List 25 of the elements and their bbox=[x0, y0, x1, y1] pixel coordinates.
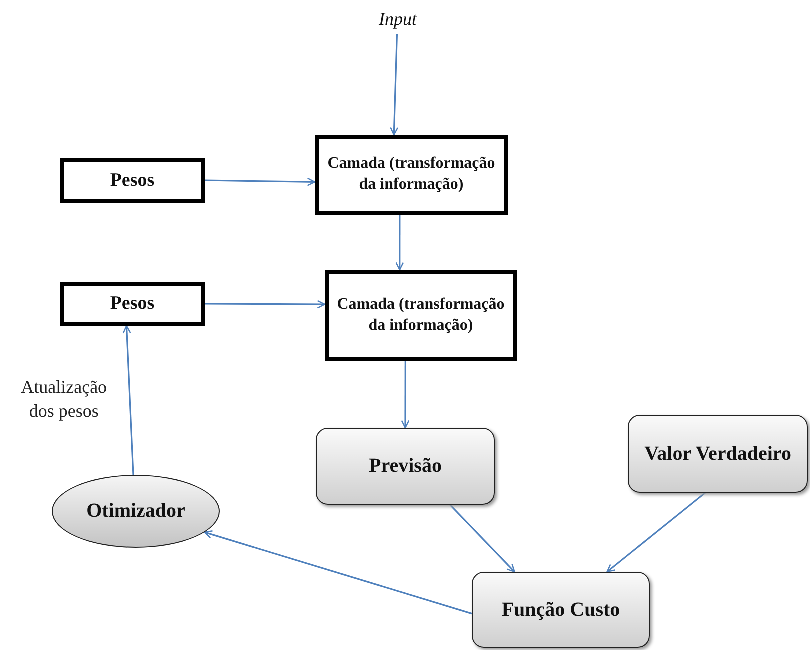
layer-box bbox=[325, 270, 517, 361]
arrow bbox=[122, 325, 134, 476]
node-label: Otimizador bbox=[86, 500, 186, 523]
node-label: Função Custo bbox=[502, 598, 620, 622]
arrow bbox=[606, 492, 706, 573]
node-label: Pesos bbox=[110, 293, 155, 315]
arrow bbox=[450, 504, 516, 573]
arrow bbox=[396, 215, 404, 271]
arrow bbox=[204, 530, 472, 615]
layer-box bbox=[315, 135, 508, 215]
node-label: Valor Verdadeiro bbox=[644, 442, 792, 466]
weights-box bbox=[60, 282, 205, 326]
node-label: Camada (transformação da informação) bbox=[326, 154, 496, 195]
rounded-box bbox=[628, 415, 808, 493]
weights-box bbox=[60, 158, 205, 203]
arrow bbox=[204, 178, 316, 186]
arrow bbox=[401, 361, 410, 429]
rounded-box bbox=[316, 428, 495, 505]
arrow bbox=[205, 300, 326, 309]
rounded-box bbox=[472, 572, 650, 648]
node-label: Camada (transformação da informação) bbox=[336, 294, 506, 336]
node-label: Pesos bbox=[110, 170, 155, 192]
node-label: Input bbox=[379, 8, 417, 30]
node-label: Previsão bbox=[369, 455, 442, 478]
arrow bbox=[390, 34, 399, 136]
